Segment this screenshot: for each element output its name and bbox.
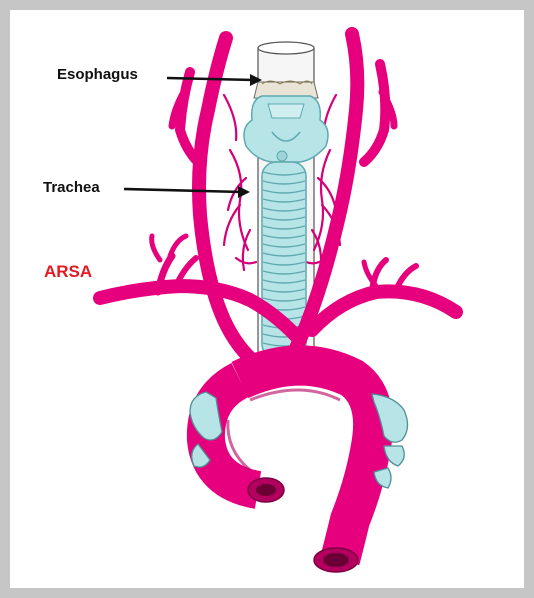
arrow-right-icon bbox=[124, 186, 250, 198]
esophagus-label: Esophagus bbox=[57, 66, 138, 83]
arsa-label: ARSA bbox=[44, 262, 92, 282]
trachea-label: Trachea bbox=[43, 179, 100, 196]
aorta bbox=[206, 365, 373, 572]
